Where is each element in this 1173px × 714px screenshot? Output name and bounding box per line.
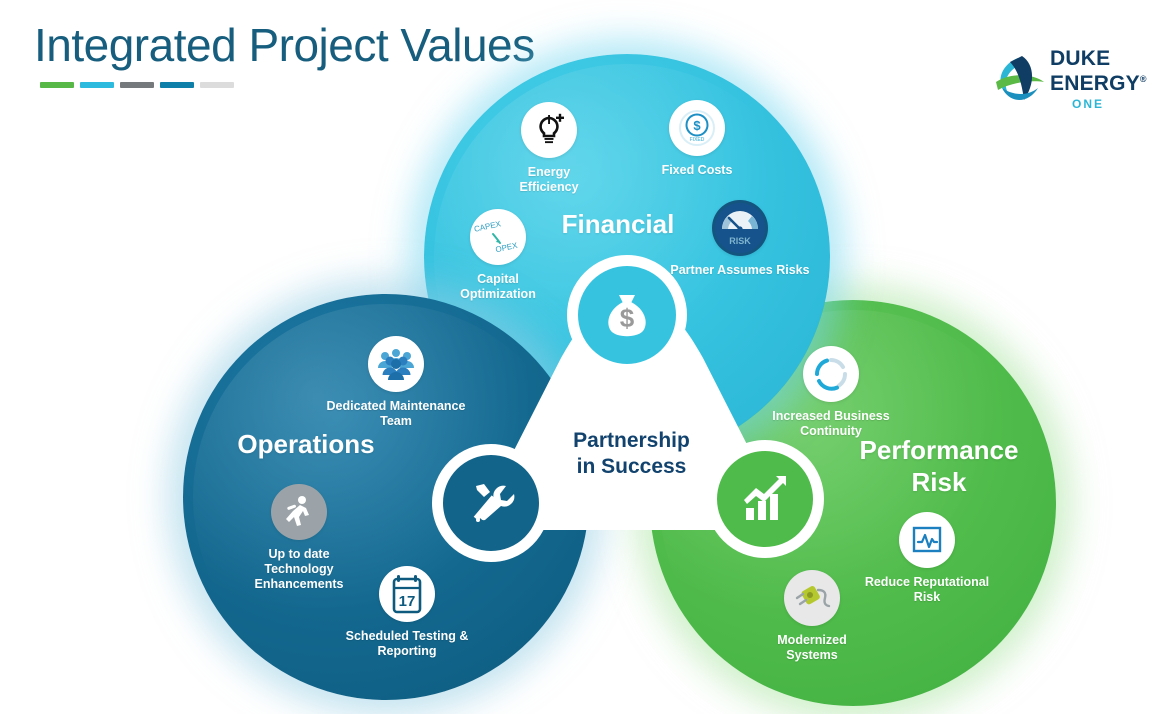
value-label: Partner Assumes Risks [670,263,810,277]
value-label: Dedicated Maintenance Team [326,399,466,428]
people-group-icon-wrap [368,336,424,392]
page-title: Integrated Project Values [34,19,535,71]
value-item-dedicated-maintenance-team[interactable]: Dedicated Maintenance Team [301,336,491,429]
lightbulb-plus-icon-wrap [521,102,577,158]
people-group-icon [378,349,414,380]
rule-segment-1 [40,82,74,88]
rule-segment-4 [160,82,194,88]
calendar-icon: 17 [392,575,422,614]
value-item-fixed-costs[interactable]: $ FIXED Fixed Costs [622,100,772,178]
rule-segment-2 [80,82,114,88]
value-item-capital-optimization[interactable]: CAPEX OPEX Capital Optimization [423,209,573,302]
partnership-label: Partnership in Success [524,428,739,480]
power-plug-icon-wrap [784,570,840,626]
brand-line-duke: DUKE [1050,47,1111,70]
partnership-wedge [496,300,768,530]
money-bag-icon: $ [608,295,646,337]
section-title-operations: Operations [237,429,375,459]
duke-energy-logo-mark [996,56,1044,100]
svg-text:$: $ [693,118,701,133]
section-title-performance-line2: Risk [911,467,967,497]
capex-opex-icon-wrap: CAPEX OPEX [470,209,526,265]
running-person-icon [286,496,309,526]
lightbulb-plus-icon [539,113,564,144]
calendar-icon-wrap: 17 [379,566,435,622]
value-item-energy-efficiency[interactable]: Energy Efficiency [474,102,624,195]
value-label: Increased Business Continuity [772,409,890,438]
running-person-icon-wrap [271,484,327,540]
hub-operations-tools[interactable] [432,444,550,562]
value-label: Energy Efficiency [519,165,579,194]
registered-mark-icon: ® [1139,74,1147,84]
svg-text:CAPEX: CAPEX [473,219,502,234]
value-item-partner-assumes-risks[interactable]: RISK Partner Assumes Risks [655,200,825,278]
capex-opex-icon: CAPEX OPEX [473,219,519,255]
section-title-performance-risk: Performance Risk [848,434,1030,498]
value-label: Capital Optimization [460,272,536,301]
svg-text:17: 17 [399,593,416,610]
value-item-reduce-reputational-risk[interactable]: Reduce Reputational Risk [837,512,1017,605]
value-item-modernized-systems[interactable]: Modernized Systems [732,570,892,663]
value-label: Scheduled Testing & Reporting [345,629,469,658]
rule-segment-5 [200,82,234,88]
value-label: Up to date Technology Enhancements [254,547,344,591]
partnership-line-2: in Success [576,455,687,478]
hub-financial-money-bag[interactable]: $ [567,255,687,375]
brand-sub-one: ONE [1072,97,1105,111]
refresh-cycle-icon-wrap [803,346,859,402]
refresh-cycle-icon [815,358,848,391]
svg-text:FIXED: FIXED [690,137,705,143]
risk-gauge-icon-wrap: RISK [712,200,768,256]
svg-text:$: $ [620,303,635,333]
section-title-financial: Financial [561,209,675,239]
power-plug-icon [795,586,831,608]
risk-gauge-icon: RISK [715,203,765,253]
value-item-technology-enhancements[interactable]: Up to date Technology Enhancements [219,484,379,592]
value-label: Modernized Systems [777,633,847,662]
hammer-wrench-icon [473,484,515,522]
hub-performance-growth-chart[interactable] [706,440,824,558]
rule-segment-3 [120,82,154,88]
svg-text:OPEX: OPEX [495,241,519,255]
value-item-increased-business-continuity[interactable]: Increased Business Continuity [741,346,921,439]
svg-text:RISK: RISK [729,236,751,246]
partnership-line-1: Partnership [573,429,690,452]
coin-dollar-icon: $ FIXED [679,110,715,146]
brand-line-energy: ENERGY® [1050,72,1147,95]
duke-energy-wordmark: DUKE ENERGY® ONE [1050,48,1147,111]
growth-chart-icon [744,476,786,520]
section-title-performance-line1: Performance [859,435,1019,465]
value-item-scheduled-testing-reporting[interactable]: 17 Scheduled Testing & Reporting [317,566,497,659]
value-label: Reduce Reputational Risk [864,575,990,604]
monitor-pulse-icon-wrap [899,512,955,568]
value-label: Fixed Costs [661,163,733,177]
monitor-pulse-icon [912,526,942,553]
title-underline-rule [40,82,234,88]
coin-dollar-icon-wrap: $ FIXED [669,100,725,156]
